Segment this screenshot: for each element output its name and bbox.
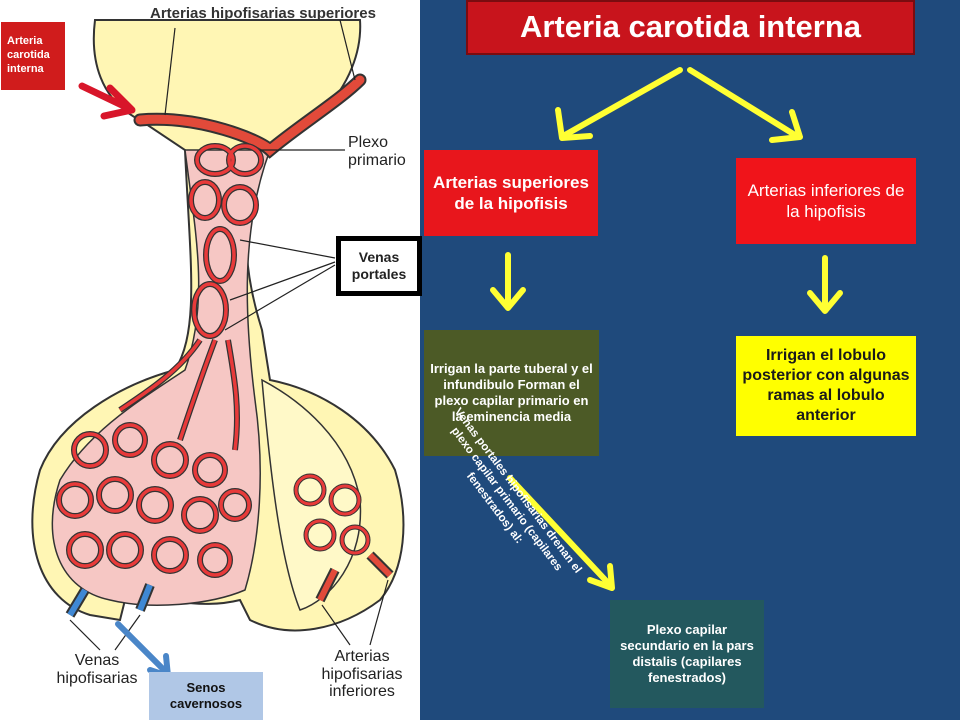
hypophysis-drawing [31, 19, 405, 679]
venas-hipofisarias-label: Venas hipofisarias [56, 652, 138, 687]
arterias-inferiores-label: Arterias hipofisarias inferiores [321, 648, 403, 701]
venas-portales-box: Venas portales [336, 236, 422, 296]
arteria-carotida-label: Arteria carotida interna [1, 22, 65, 90]
arterias-superiores-label: Arterias hipofisarias superiores [150, 5, 376, 22]
anatomy-illustration: Arterias hipofisarias superiores Plexo p… [0, 0, 420, 720]
title-box: Arteria carotida interna [466, 0, 915, 55]
plexo-secundario-box: Plexo capilar secundario en la pars dist… [610, 600, 764, 708]
arrow-to-inf [687, 67, 798, 138]
arrow-to-sup [562, 67, 683, 138]
senos-cavernosos-box: Senos cavernosos [149, 672, 263, 720]
arterias-inferiores-box: Arterias inferiores de la hipofisis [736, 158, 916, 244]
plexo-primario-label: Plexo primario [348, 134, 406, 169]
irrigan-tuberal-box: Irrigan la parte tuberal y el infundibul… [424, 330, 599, 456]
irrigan-lobulo-box: Irrigan el lobulo posterior con algunas … [736, 336, 916, 436]
arterias-superiores-box: Arterias superiores de la hipofisis [424, 150, 598, 236]
